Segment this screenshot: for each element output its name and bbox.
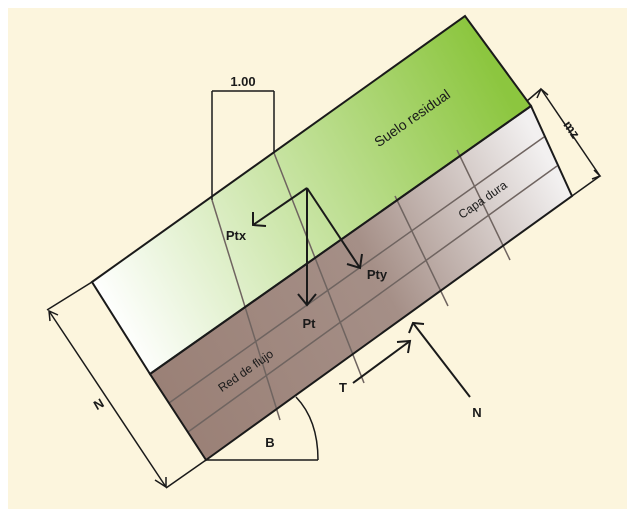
beta-angle (206, 396, 319, 461)
beta-label: B (265, 435, 274, 450)
pty-arrow (306, 187, 361, 269)
ptx-arrow (252, 187, 308, 226)
width-label: 1.00 (230, 74, 255, 89)
ptx-label: Ptx (226, 228, 247, 243)
n-force-label: N (472, 405, 481, 420)
n-dimension (46, 281, 207, 489)
force-vectors (252, 187, 471, 398)
pt-label: Pt (303, 316, 317, 331)
pty-label: Pty (367, 267, 388, 282)
t-label: T (339, 380, 347, 395)
n-force-arrow (412, 322, 471, 398)
hard-layer (150, 106, 572, 460)
flow-net-grid (168, 136, 558, 433)
mz-dimension (526, 87, 602, 197)
width-dimension (211, 90, 275, 200)
t-arrow (352, 340, 411, 384)
